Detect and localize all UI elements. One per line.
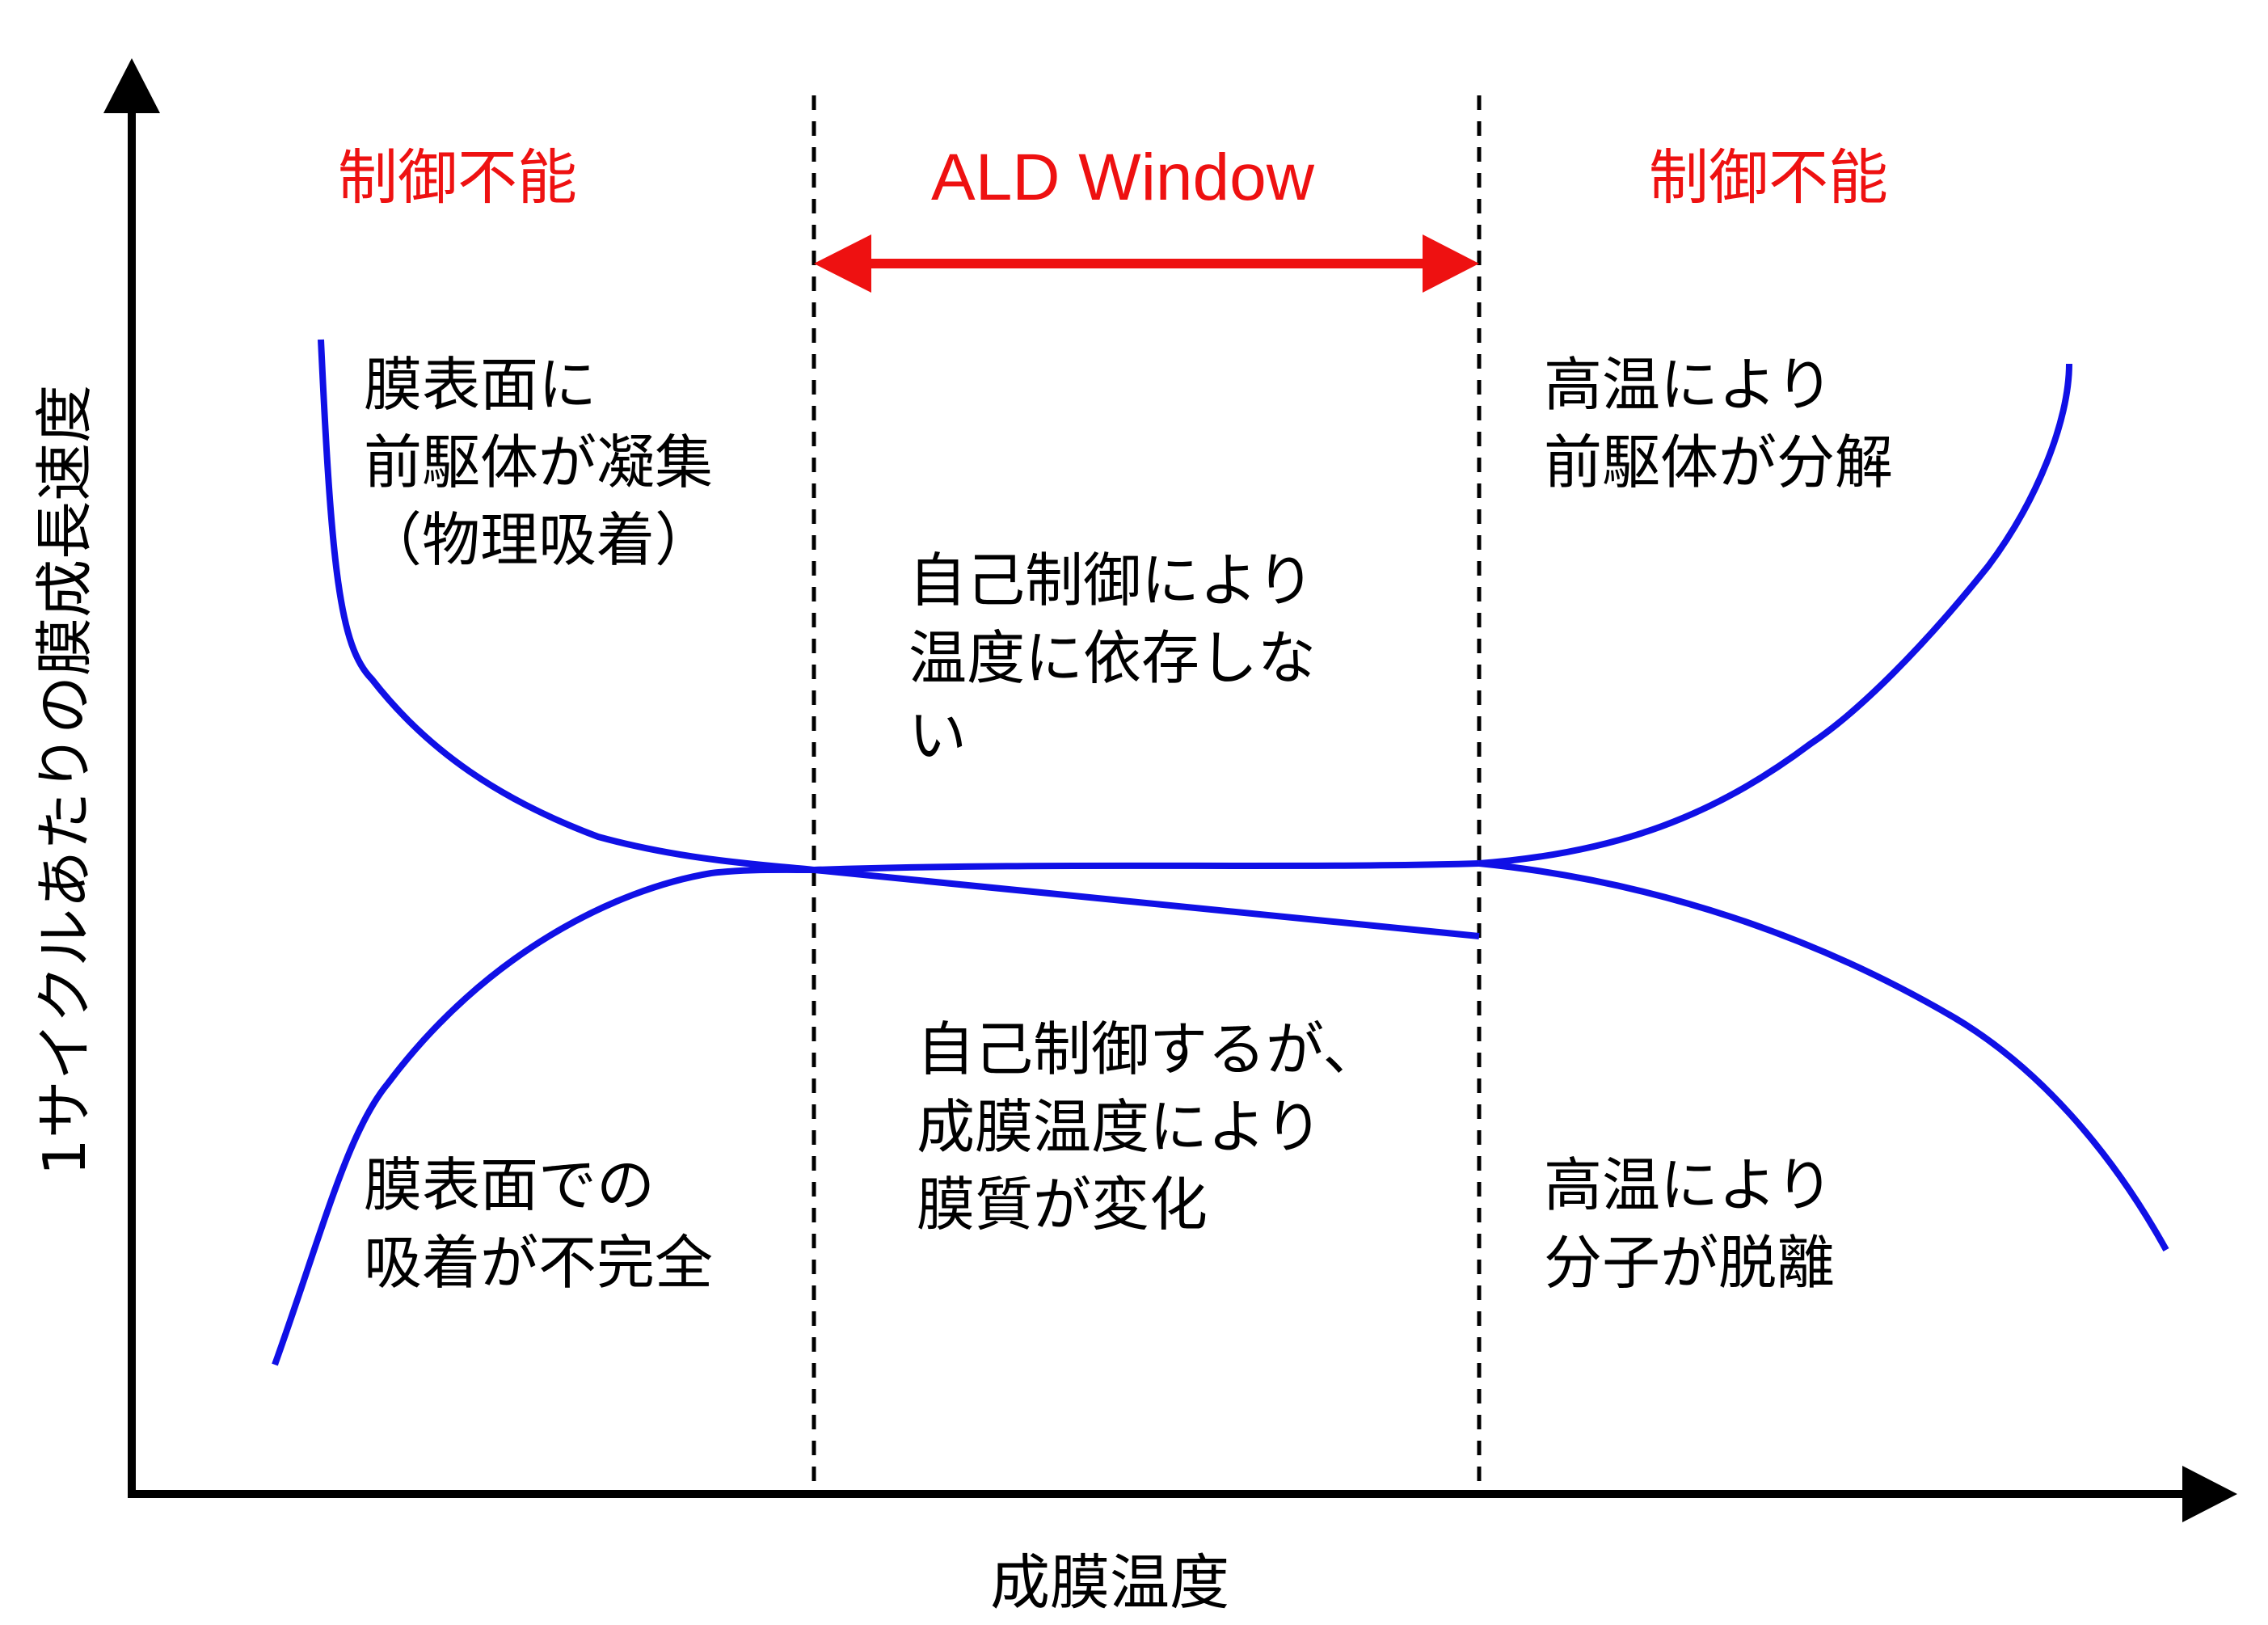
region-title-center: ALD Window	[931, 141, 1314, 214]
annotation-left-upper: 膜表面に 前駆体が凝集 （物理吸着）	[364, 351, 714, 574]
x-axis-arrowhead	[2182, 1466, 2237, 1522]
window-arrow-right-head	[1423, 234, 1479, 293]
window-arrow-left-head	[814, 234, 871, 293]
curve-condensation	[318, 339, 1480, 939]
annotation-center-upper: 自己制御により 温度に依存しな い	[908, 547, 1317, 770]
x-axis-label: 成膜温度	[990, 1548, 1229, 1618]
annotation-right-upper: 高温により 前駆体が分解	[1544, 351, 1894, 496]
y-axis-label: 1サイクルあたりの膜成長速度	[31, 384, 99, 1176]
annotation-center-lower: 自己制御するが、 成膜温度により 膜質が変化	[917, 1015, 1381, 1239]
annotation-left-lower: 膜表面での 吸着が不完全	[364, 1151, 714, 1297]
curve-decomposition	[1478, 363, 2072, 867]
curve-incomplete-adsorption	[272, 860, 1480, 1366]
curve-desorption	[1478, 860, 2169, 1251]
annotation-right-lower: 高温により 分子が脱離	[1544, 1151, 1836, 1297]
y-axis-arrowhead	[103, 58, 160, 113]
region-title-right: 制御不能	[1649, 143, 1888, 213]
region-title-left: 制御不能	[338, 143, 577, 213]
